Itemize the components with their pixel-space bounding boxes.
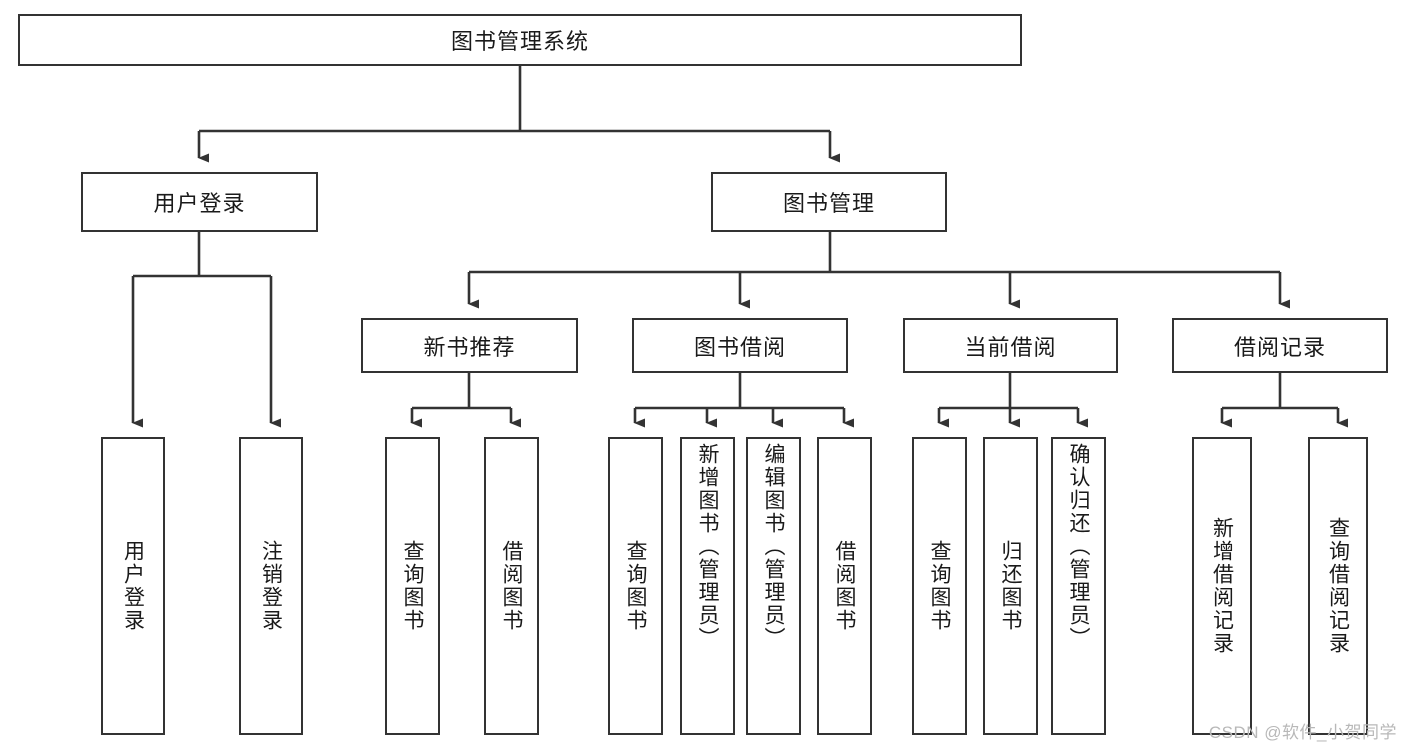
node-leaf-label: 查询借阅记录 — [1326, 517, 1350, 655]
node-leaf-borrow-book-new[interactable]: 借阅图书 — [484, 437, 539, 735]
node-root-system[interactable]: 图书管理系统 — [18, 14, 1022, 66]
node-leaf-logout[interactable]: 注销登录 — [239, 437, 303, 735]
node-book-management-label: 图书管理 — [782, 191, 875, 216]
node-leaf-label: 借阅图书 — [833, 540, 856, 632]
node-leaf-label: 借阅图书 — [500, 540, 523, 632]
node-leaf-confirm-return-admin[interactable]: 确认归还（管理员） — [1051, 437, 1106, 735]
node-leaf-query-book-borrow[interactable]: 查询图书 — [608, 437, 663, 735]
node-leaf-query-book-current[interactable]: 查询图书 — [912, 437, 967, 735]
node-leaf-user-login[interactable]: 用户登录 — [101, 437, 165, 735]
node-user-login[interactable]: 用户登录 — [81, 172, 318, 232]
node-leaf-return-book[interactable]: 归还图书 — [983, 437, 1038, 735]
node-leaf-label: 查询图书 — [928, 540, 951, 632]
node-new-book-recommend[interactable]: 新书推荐 — [361, 318, 578, 373]
node-leaf-label: 用户登录 — [121, 540, 145, 632]
node-leaf-query-borrow-record[interactable]: 查询借阅记录 — [1308, 437, 1368, 735]
node-book-borrow-label: 图书借阅 — [693, 334, 786, 360]
node-book-borrow[interactable]: 图书借阅 — [632, 318, 848, 373]
node-leaf-label: 新增图书（管理员） — [696, 443, 719, 650]
node-leaf-label: 编辑图书（管理员） — [762, 443, 785, 650]
watermark-text: CSDN @软件_小贺同学 — [1208, 723, 1397, 742]
node-leaf-edit-book-admin[interactable]: 编辑图书（管理员） — [746, 437, 801, 735]
node-leaf-label: 确认归还（管理员） — [1067, 443, 1090, 650]
node-current-borrow-label: 当前借阅 — [964, 334, 1057, 360]
node-borrow-records[interactable]: 借阅记录 — [1172, 318, 1388, 373]
node-leaf-label: 新增借阅记录 — [1210, 517, 1234, 655]
node-leaf-label: 查询图书 — [401, 540, 424, 632]
node-user-login-label: 用户登录 — [153, 191, 246, 216]
node-leaf-label: 查询图书 — [624, 540, 647, 632]
node-root-label: 图书管理系统 — [450, 29, 589, 54]
node-current-borrow[interactable]: 当前借阅 — [903, 318, 1118, 373]
node-leaf-label: 注销登录 — [259, 540, 283, 632]
node-borrow-records-label: 借阅记录 — [1233, 334, 1326, 360]
node-new-book-recommend-label: 新书推荐 — [423, 334, 516, 360]
node-book-management[interactable]: 图书管理 — [711, 172, 947, 232]
node-leaf-borrow-book[interactable]: 借阅图书 — [817, 437, 872, 735]
node-leaf-label: 归还图书 — [999, 540, 1022, 632]
node-leaf-add-borrow-record[interactable]: 新增借阅记录 — [1192, 437, 1252, 735]
node-leaf-query-book-new[interactable]: 查询图书 — [385, 437, 440, 735]
node-leaf-add-book-admin[interactable]: 新增图书（管理员） — [680, 437, 735, 735]
